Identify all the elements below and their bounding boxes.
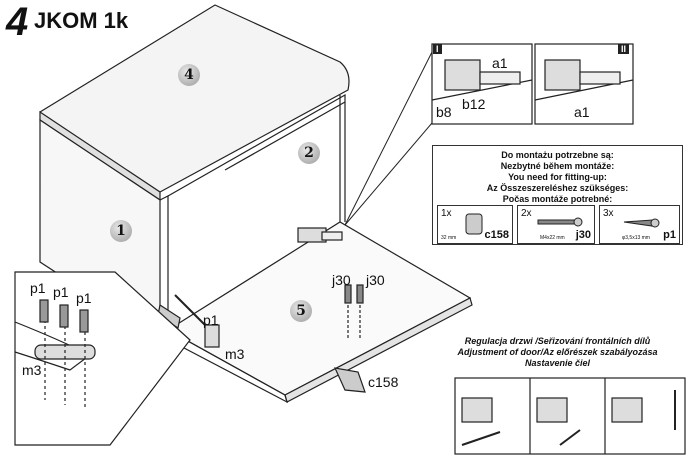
part-dimension: φ3,5x13 mm: [622, 235, 650, 241]
step-title: JKOM 1k: [34, 8, 129, 33]
adjustment-line: Adjustment of door/Az előrészek szabályo…: [457, 347, 658, 357]
part-qty: 2x: [521, 208, 532, 219]
panel-number-5: 5: [290, 300, 312, 322]
hinge-plate-icon: [465, 213, 483, 235]
part-dimension: M4x22 mm: [540, 235, 565, 241]
callout-a1-top: a1: [492, 55, 508, 71]
parts-heading-line: Az Összeszereléshez szükséges:: [486, 183, 629, 193]
callout-b12: b12: [462, 96, 486, 112]
callout-m3-main: m3: [225, 346, 245, 362]
part-qty: 1x: [441, 208, 452, 219]
door-adjustment-caption: Regulacja drzwi /Seřizování frontálních …: [425, 336, 690, 369]
panel-number-2: 2: [298, 142, 320, 164]
part-cell-j30: 2x M4x22 mm j30: [517, 205, 595, 244]
step-i-label: I: [433, 44, 442, 54]
callout-c158: c158: [368, 374, 399, 390]
panel-number-1: 1: [110, 220, 132, 242]
part-code: p1: [663, 229, 676, 241]
parts-heading-line: Počas montáže potrebné:: [502, 194, 613, 204]
part-code: c158: [484, 229, 509, 241]
callout-a1-right: a1: [574, 104, 590, 120]
part-cell-p1: 3x φ3,5x13 mm p1: [599, 205, 680, 244]
bolt-icon: [537, 217, 583, 227]
wood-screw-icon: [623, 218, 660, 228]
required-parts-heading: Do montażu potrzebne są: Nezbytné během …: [433, 146, 682, 205]
step-ii-label: II: [618, 44, 630, 54]
callout-j30-left: j30: [332, 272, 351, 288]
callout-p1-b: p1: [53, 284, 69, 300]
parts-heading-line: Do montażu potrzebne są:: [501, 150, 614, 160]
callout-m3-detail: m3: [22, 362, 42, 378]
callout-j30-right: j30: [366, 272, 385, 288]
part-cell-c158: 1x 32 mm c158: [437, 205, 513, 244]
adjustment-line: Nastavenie čiel: [524, 358, 591, 368]
callout-b8: b8: [436, 104, 452, 120]
part-dimension: 32 mm: [441, 235, 457, 241]
required-parts-box: Do montażu potrzebne są: Nezbytné během …: [432, 145, 683, 245]
callout-p1-a: p1: [30, 280, 46, 296]
part-qty: 3x: [603, 208, 614, 219]
parts-heading-line: You need for fitting-up:: [508, 172, 607, 182]
panel-number-4: 4: [178, 64, 200, 86]
part-code: j30: [575, 229, 591, 241]
step-number: 4: [6, 0, 29, 44]
adjustment-line: Regulacja drzwi /Seřizování frontálních …: [464, 336, 651, 346]
callout-p1-c: p1: [76, 290, 92, 306]
callout-p1-main: p1: [203, 312, 219, 328]
parts-heading-line: Nezbytné během montáže:: [500, 161, 615, 171]
